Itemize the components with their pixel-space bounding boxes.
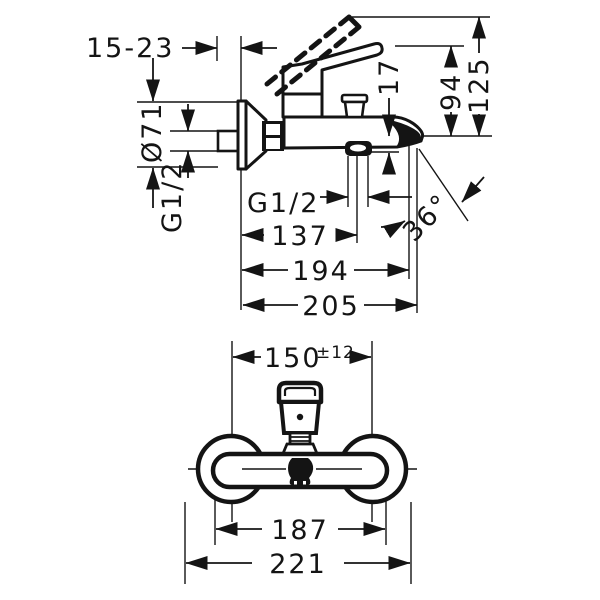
dim-overall-width: 221 — [185, 549, 411, 580]
extension-lines — [137, 16, 492, 313]
front-view: 150 ±12 187 221 — [184, 341, 417, 584]
lever-handle — [281, 42, 384, 96]
dim-wall-distance: 15-23 — [86, 33, 277, 64]
diverter-knob — [340, 93, 369, 119]
wall-flange — [236, 99, 268, 171]
dim-wall-distance-label: 15-23 — [86, 33, 174, 64]
supply-pipe — [216, 129, 240, 153]
dim-outlet-offset-label: 17 — [374, 58, 405, 96]
dim-outlet-thread: G1/2 — [247, 188, 412, 219]
dim-wall-to-spout: 194 — [241, 256, 410, 287]
dim-wall-to-outlet-label: 137 — [271, 221, 329, 252]
dim-body-width: 187 — [215, 515, 386, 546]
dim-escutcheon-diameter: Ø71 — [137, 58, 168, 208]
dim-total-projection-label: 205 — [302, 291, 360, 322]
dim-connection-centers-label: 150 — [264, 343, 322, 374]
aerator — [345, 141, 372, 156]
dim-supply-thread-label: G1/2 — [157, 161, 188, 233]
lever-handle-raised-dashed — [264, 14, 362, 97]
dim-lever-max-height: 125 — [464, 16, 495, 137]
dim-escutcheon-diameter-label: Ø71 — [137, 101, 168, 163]
dim-lever-height-label: 94 — [436, 73, 467, 111]
dim-outlet-thread-label: G1/2 — [247, 188, 319, 219]
dim-lever-height: 94 — [436, 45, 467, 137]
dim-total-projection: 205 — [242, 291, 418, 322]
connection-block — [262, 121, 284, 151]
dim-overall-width-label: 221 — [269, 549, 327, 580]
dim-supply-thread: G1/2 — [157, 104, 195, 233]
dim-spout-angle: 36° — [380, 148, 485, 248]
dim-connection-tolerance-label: ±12 — [316, 343, 355, 363]
dim-body-width-label: 187 — [271, 515, 329, 546]
side-view: 15-23 Ø71 G1/2 17 94 — [86, 14, 495, 322]
dim-wall-to-outlet: 137 — [241, 221, 358, 252]
dim-wall-to-spout-label: 194 — [292, 256, 350, 287]
dim-outlet-offset: 17 — [374, 58, 405, 175]
dim-connection-centers: 150 ±12 — [232, 343, 372, 374]
spout-front — [288, 458, 314, 487]
handle-base — [281, 92, 324, 119]
handle-front — [276, 380, 324, 458]
dim-lever-max-height-label: 125 — [464, 56, 495, 114]
